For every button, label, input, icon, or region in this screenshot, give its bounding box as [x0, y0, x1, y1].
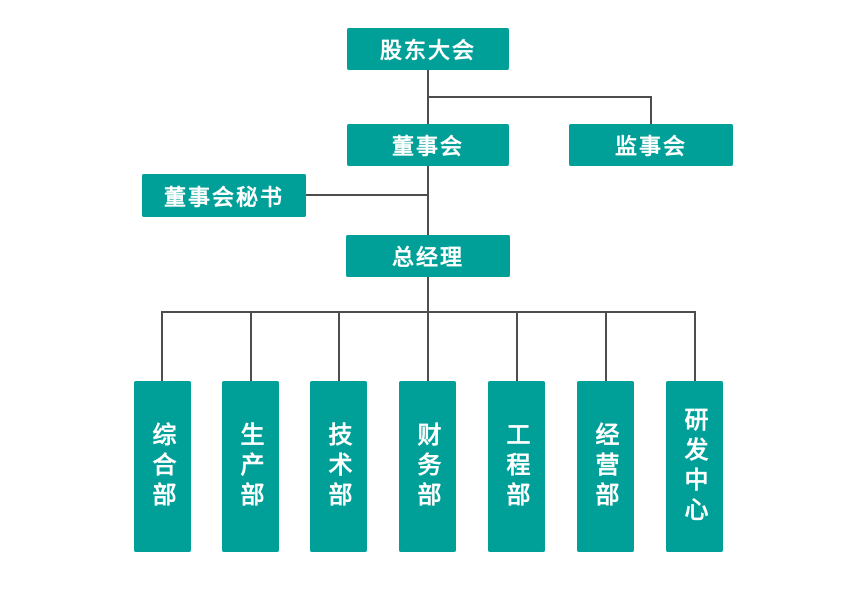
node-board-secretary[interactable]: 董事会秘书 — [142, 174, 306, 217]
node-dept-general-affairs[interactable]: 综合部 — [134, 381, 191, 552]
node-dept-finance[interactable]: 财务部 — [399, 381, 456, 552]
connector-secretary-branch — [306, 194, 427, 196]
node-dept-engineering[interactable]: 工程部 — [488, 381, 545, 552]
node-general-manager[interactable]: 总经理 — [346, 235, 510, 277]
connector-supervisory-drop — [650, 96, 652, 124]
connector-drop-dept-2 — [250, 311, 252, 381]
connector-drop-dept-6 — [605, 311, 607, 381]
node-shareholders-meeting[interactable]: 股东大会 — [347, 28, 509, 70]
node-dept-rd-center[interactable]: 研发中心 — [666, 381, 723, 552]
node-dept-production[interactable]: 生产部 — [222, 381, 279, 552]
connector-branch-to-supervisory — [427, 96, 652, 98]
node-dept-operations[interactable]: 经营部 — [577, 381, 634, 552]
node-board-of-directors[interactable]: 董事会 — [347, 124, 509, 166]
connector-drop-dept-4 — [427, 311, 429, 381]
connector-drop-dept-3 — [338, 311, 340, 381]
node-dept-technology[interactable]: 技术部 — [310, 381, 367, 552]
connector-gm-to-distribution — [427, 277, 429, 311]
connector-drop-dept-5 — [516, 311, 518, 381]
connector-drop-dept-7 — [694, 311, 696, 381]
connector-board-to-gm — [427, 166, 429, 235]
node-supervisory-board[interactable]: 监事会 — [569, 124, 733, 166]
connector-drop-dept-1 — [161, 311, 163, 381]
